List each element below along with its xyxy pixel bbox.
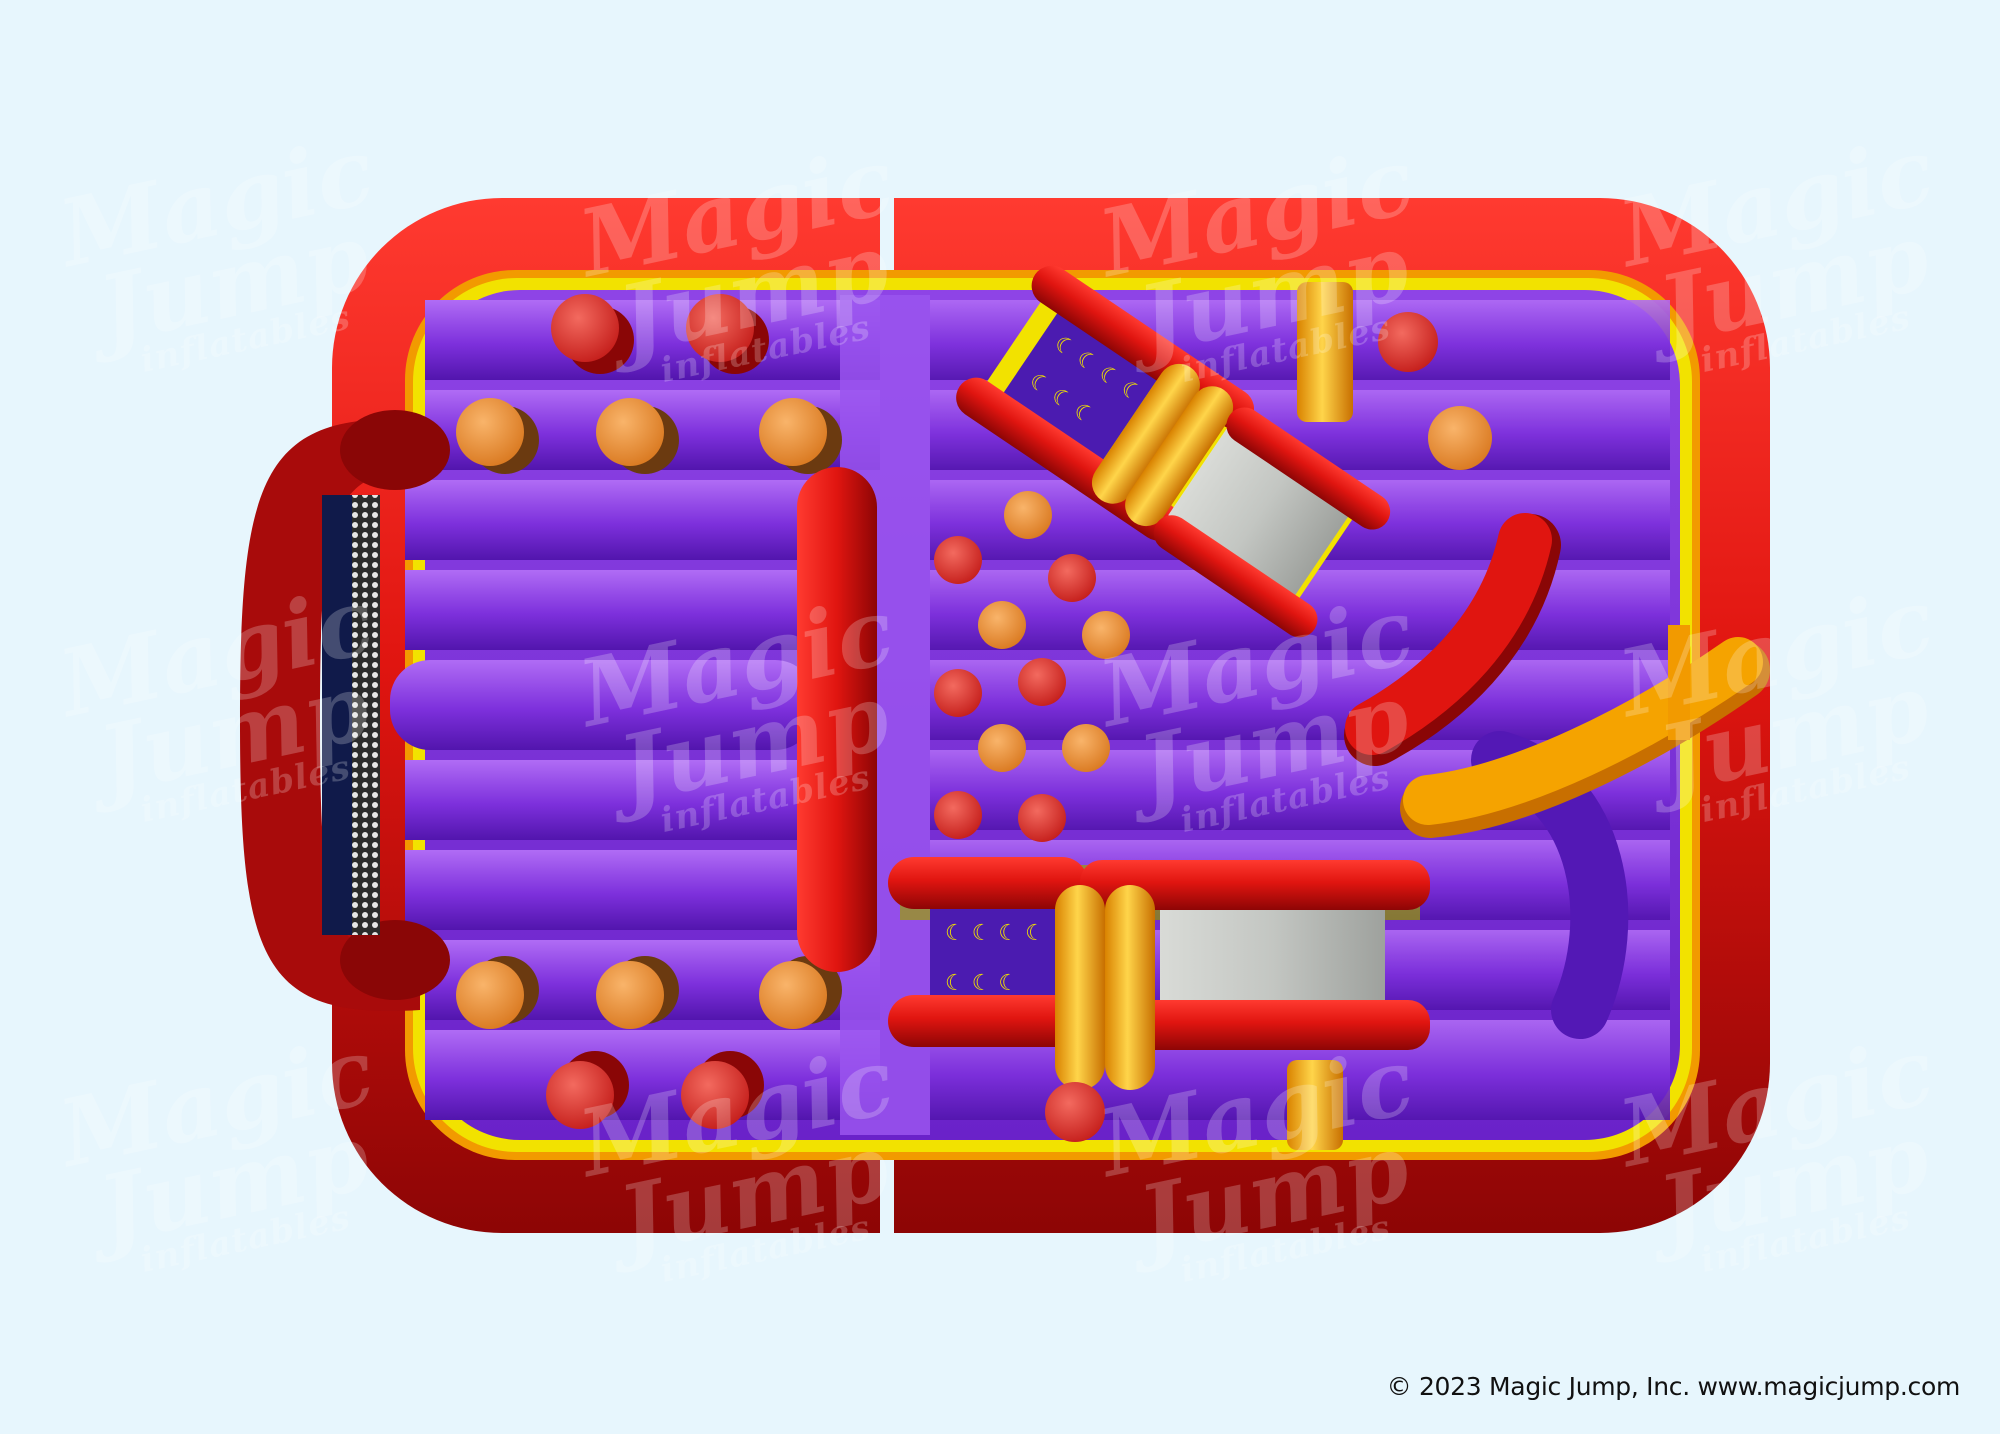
- curved-red-tube: [1345, 513, 1552, 755]
- center-popup-grid: [934, 491, 1130, 842]
- right-wall-bump: [1668, 625, 1690, 740]
- popup-red-top-right: [1378, 312, 1438, 372]
- svg-text:☾ ☾ ☾ ☾: ☾ ☾ ☾ ☾: [945, 921, 1045, 946]
- upper-slide: ☾ ☾ ☾ ☾ ☾ ☾ ☾: [956, 265, 1391, 638]
- lower-slide: ☾ ☾ ☾ ☾ ☾ ☾ ☾: [888, 857, 1430, 1142]
- entrance-netting: [352, 495, 380, 935]
- popup-orange-top-right: [1428, 406, 1492, 470]
- vertical-red-tube: [797, 467, 877, 972]
- left-top-popups: [456, 294, 842, 474]
- gold-arch: [1403, 637, 1763, 825]
- entrance-arch: [240, 410, 450, 1012]
- gold-pillar-bottom: [1287, 1060, 1343, 1150]
- copyright-notice: © 2023 Magic Jump, Inc. www.magicjump.co…: [1386, 1372, 1961, 1401]
- netting-backing: [322, 495, 352, 935]
- svg-text:☾ ☾ ☾: ☾ ☾ ☾: [945, 971, 1018, 996]
- gold-pillar-top: [1297, 282, 1353, 422]
- left-bottom-popups: [456, 956, 842, 1129]
